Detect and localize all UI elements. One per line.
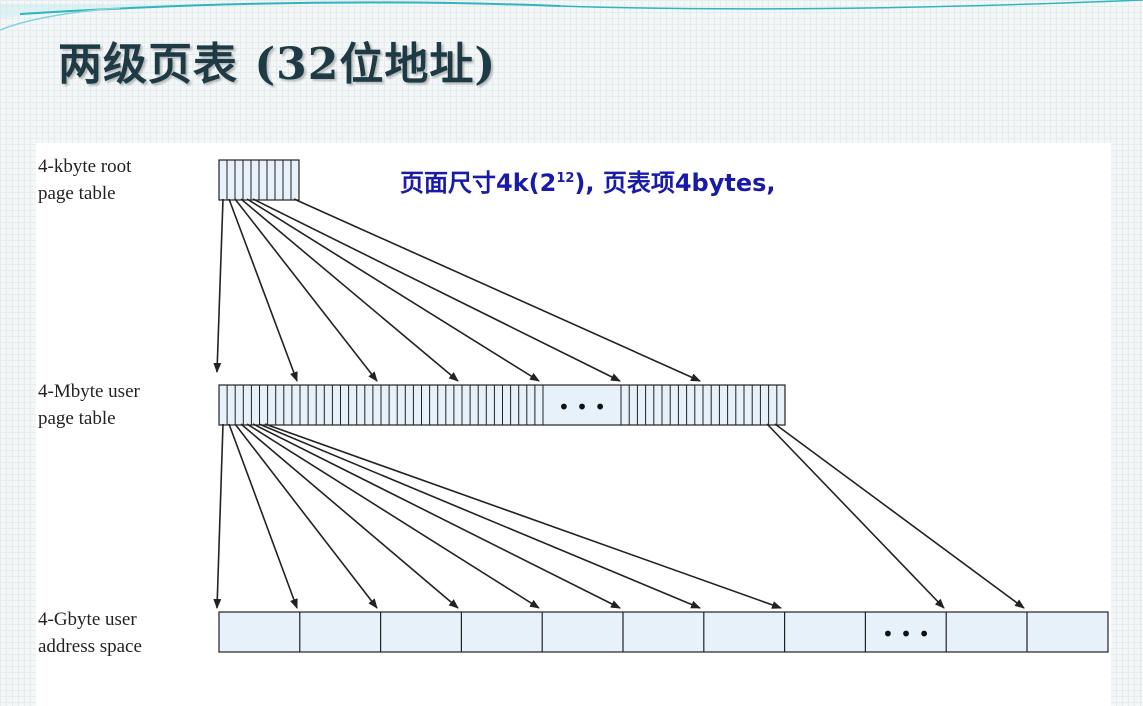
- mapping-arrow: [293, 198, 701, 382]
- mapping-arrow: [240, 198, 459, 382]
- user-table-label-line1: 4-Mbyte user: [38, 381, 140, 402]
- root-table-label: 4-kbyte root page table: [38, 153, 131, 207]
- mapping-arrow: [246, 423, 540, 609]
- note-superscript: 12: [556, 171, 575, 186]
- page-title: 两级页表 (32位地址): [58, 39, 497, 90]
- page-size-note: 页面尺寸4k(212), 页表项4bytes,: [400, 163, 776, 198]
- mapping-arrow: [234, 423, 378, 609]
- address-space-label-line1: 4-Gbyte user: [38, 609, 137, 630]
- mapping-arrow: [213, 423, 224, 609]
- mapping-arrow: [234, 198, 378, 382]
- root-page-table: [218, 159, 300, 201]
- mapping-arrow: [258, 423, 701, 609]
- user-table-label: 4-Mbyte user page table: [38, 378, 140, 432]
- note-text-before: 页面尺寸4k(2: [400, 169, 557, 197]
- user-address-space: • • •: [218, 611, 1109, 653]
- decorative-swoosh: [0, 0, 1143, 31]
- root-label-line1: 4-kbyte root: [38, 156, 132, 177]
- address-space-ellipsis: • • •: [882, 622, 930, 646]
- mapping-arrow: [228, 198, 298, 382]
- root-label-line2: page table: [38, 183, 116, 204]
- mapping-arrow: [240, 423, 459, 609]
- mapping-arrow: [774, 423, 1025, 609]
- note-text-after: ), 页表项4bytes,: [574, 169, 776, 197]
- user-page-table: • • •: [218, 384, 786, 426]
- user-table-label-line2: page table: [38, 408, 116, 429]
- mapping-arrow: [228, 423, 298, 609]
- address-space-label-line2: address space: [38, 636, 142, 657]
- address-space-box: [218, 611, 1109, 653]
- address-space-label: 4-Gbyte user address space: [38, 606, 142, 660]
- mapping-arrow: [252, 198, 621, 382]
- mapping-arrow: [252, 423, 621, 609]
- mapping-arrow: [213, 198, 224, 373]
- mapping-arrow: [246, 198, 540, 382]
- mapping-arrow: [264, 423, 782, 609]
- user-table-ellipsis: • • •: [558, 395, 606, 419]
- mapping-arrow: [766, 423, 945, 609]
- mapping-arrows: [213, 198, 1025, 609]
